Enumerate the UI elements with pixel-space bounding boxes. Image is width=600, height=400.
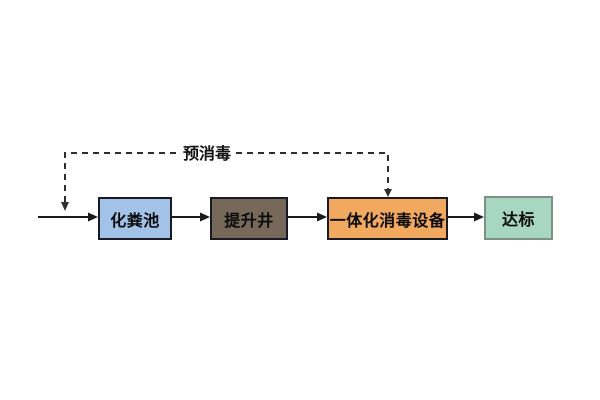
arrow-lift-to-unit [288, 212, 327, 222]
node-integrated-disinfection-unit-label: 一体化消毒设备 [329, 210, 446, 230]
node-septic-tank-label: 化粪池 [110, 210, 160, 230]
node-integrated-disinfection-unit: 一体化消毒设备 [327, 197, 448, 240]
feedback-label: 预消毒 [178, 144, 237, 163]
node-compliant-effluent-label: 达标 [501, 210, 535, 229]
node-compliant-effluent: 达标 [484, 196, 553, 240]
feedback-arrowhead-inflow [61, 202, 69, 211]
node-lift-well-label: 提升井 [224, 210, 274, 230]
node-lift-well: 提升井 [210, 197, 288, 240]
feedback-arrowhead-unit [384, 189, 392, 197]
arrow-septic-to-lift [172, 212, 210, 222]
node-septic-tank: 化粪池 [98, 197, 172, 240]
arrow-inflow [38, 212, 98, 222]
arrow-unit-to-compliant [448, 212, 484, 222]
